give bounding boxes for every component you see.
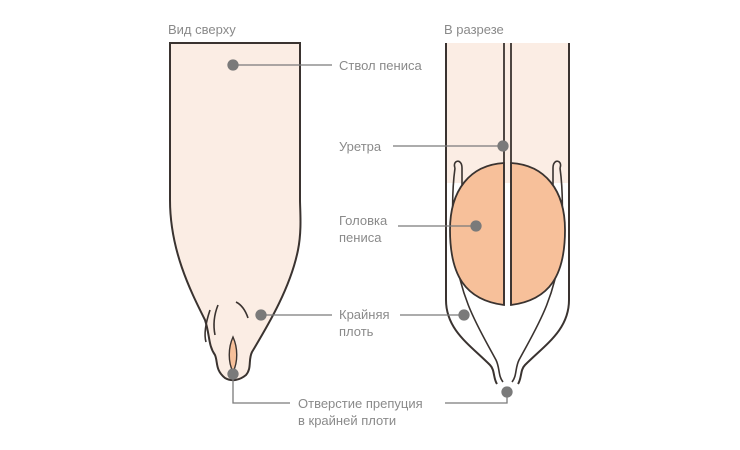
label-shaft: Ствол пениса [339, 58, 422, 73]
label-foreskin: Крайняя плоть [339, 307, 390, 339]
top-view-title: Вид сверху [168, 22, 236, 37]
top-view-illustration [169, 42, 302, 382]
label-urethra: Уретра [339, 139, 382, 154]
label-preputial-opening: Отверстие препуция в крайней плоти [298, 396, 423, 428]
cross-section-illustration [445, 43, 570, 385]
cross-section-title: В разрезе [444, 22, 504, 37]
pointer-lines [227, 59, 513, 404]
label-glans: Головка пениса [339, 213, 388, 245]
